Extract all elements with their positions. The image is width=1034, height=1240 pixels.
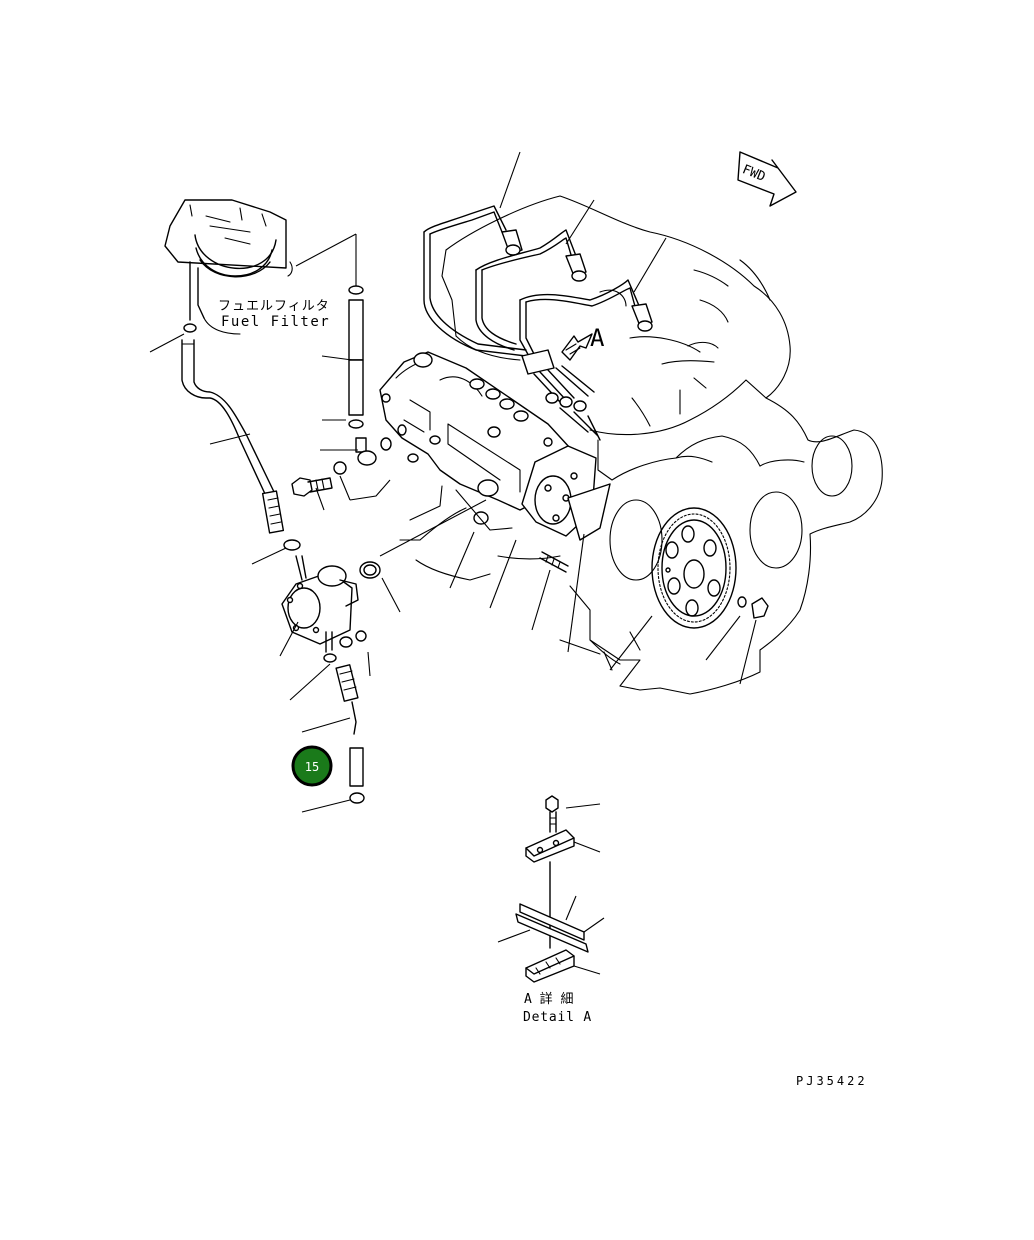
fwd-label: FWD	[740, 162, 768, 185]
detail-a	[497, 795, 605, 983]
washer	[737, 596, 747, 608]
fuel-filter-label-en: Fuel Filter	[221, 314, 330, 330]
gear-nut	[751, 597, 769, 619]
callout-15-number[interactable]: 15	[305, 760, 319, 774]
detail-a-label-jp: A 詳 細	[524, 991, 573, 1007]
timing-gear	[651, 507, 737, 629]
pump-drive-flange	[521, 445, 611, 541]
drawing-number: PJ35422	[796, 1074, 868, 1088]
fuel-filter	[164, 199, 293, 335]
hex-bolt	[291, 477, 333, 497]
fwd-arrow-icon: FWD	[737, 151, 797, 207]
injection-lines	[423, 205, 653, 441]
leader-lines	[149, 151, 757, 813]
callout-15[interactable]: 15	[291, 745, 333, 787]
feed-pump	[281, 555, 367, 663]
fuel-filter-label-jp: フュエルフィルタ	[218, 299, 330, 314]
detail-a-label-en: Detail A	[523, 1010, 592, 1025]
view-direction-arrow-icon	[561, 333, 593, 361]
right-fuel-hose	[333, 285, 407, 475]
engine-block	[399, 195, 883, 695]
stud-bolt	[539, 551, 569, 573]
left-fuel-hose	[181, 323, 301, 551]
view-a-label: A	[590, 324, 605, 352]
injection-pump	[379, 351, 571, 511]
feed-hose-lower	[335, 664, 365, 804]
callout-15-badge[interactable]	[291, 745, 333, 787]
